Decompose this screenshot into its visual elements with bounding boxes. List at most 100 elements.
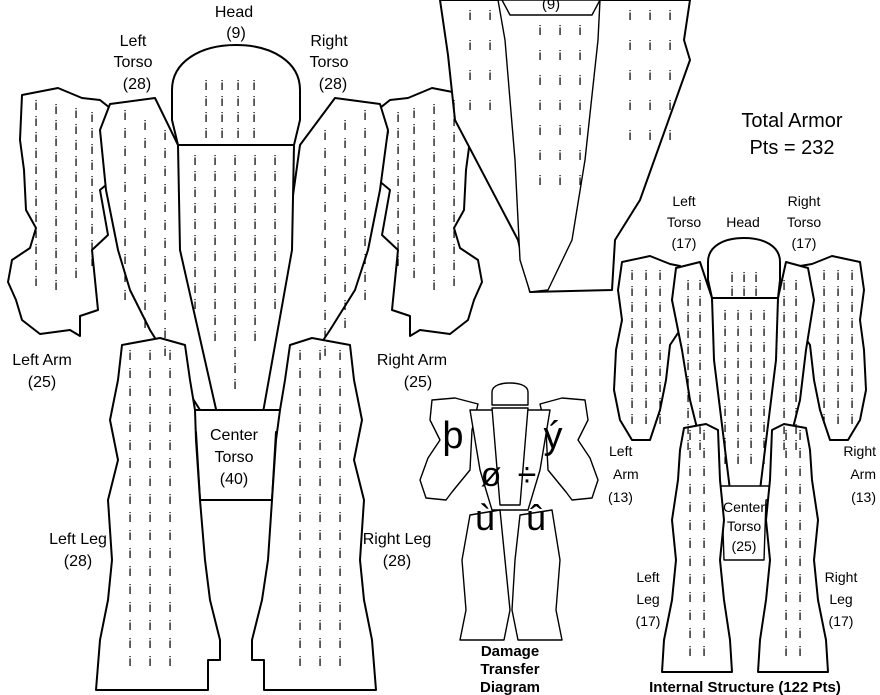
armor-pip-right-leg: i (298, 437, 301, 453)
armor-pip-right-leg: i (298, 365, 301, 381)
armor-pip-is-left-arm: i (658, 299, 661, 315)
armor-pip-is-left-arm: i (644, 315, 647, 331)
armor-pip-is-left-leg: i (688, 463, 691, 479)
armor-pip-left-torso: i (163, 235, 166, 251)
armor-pip-left-leg: i (148, 473, 151, 489)
armor-pip-center-torso: i (213, 264, 216, 280)
armor-pip-is-right-torso: i (794, 309, 797, 325)
armor-pip-is-left-leg: i (702, 499, 705, 515)
armor-pip-right-torso: i (363, 251, 366, 267)
armor-pip-right-leg: i (298, 617, 301, 633)
armor-pip-right-leg: i (338, 599, 341, 615)
armor-pip-is-left-leg: i (688, 553, 691, 569)
armor-pip-is-right-arm: i (850, 395, 853, 411)
armor-pip-right-torso: i (323, 343, 326, 359)
armor-pip-center-torso: i (233, 360, 236, 376)
armor-pip-is-left-leg: i (702, 427, 705, 443)
armor-pip-is-right-arm: i (822, 379, 825, 395)
armor-pip-right-leg: i (318, 455, 321, 471)
armor-pip-right-leg: i (318, 347, 321, 363)
armor-pip-right-torso: i (363, 161, 366, 177)
armor-pip-head: i (236, 125, 239, 141)
armor-pip-left-torso: i (143, 243, 146, 259)
armor-pip-is-center-torso: i (723, 307, 726, 323)
armor-pip-right-leg: i (298, 491, 301, 507)
armor-pip-left-torso: i (143, 171, 146, 187)
armor-pip-rear-right: i (668, 67, 671, 83)
armor-pip-left-leg: i (128, 635, 131, 651)
is-center-torso-label-line2: Torso (727, 518, 761, 534)
armor-pip-is-center-torso: i (736, 451, 739, 467)
armor-pip-right-torso: i (323, 145, 326, 161)
armor-pip-right-torso: i (363, 125, 366, 141)
armor-pip-is-right-leg: i (784, 607, 787, 623)
left-torso-armor-value: (28) (123, 76, 151, 93)
is-right-torso-value: (17) (792, 235, 817, 251)
armor-pip-is-left-arm: i (658, 283, 661, 299)
armor-pip-left-arm: i (54, 245, 57, 261)
armor-pip-is-right-leg: i (784, 445, 787, 461)
armor-pip-right-arm: i (396, 205, 399, 221)
armor-pip-rear-center: i (558, 97, 561, 113)
armor-pip-left-leg: i (128, 581, 131, 597)
armor-pip-rear-center: i (538, 172, 541, 188)
armor-pip-left-torso: i (163, 127, 166, 143)
armor-pip-left-leg: i (168, 635, 171, 651)
armor-pip-left-leg: i (148, 635, 151, 651)
armor-pip-center-torso: i (233, 296, 236, 312)
armor-pip-right-arm: i (452, 225, 455, 241)
armor-pip-right-arm: i (396, 109, 399, 125)
armor-pip-left-leg: i (168, 581, 171, 597)
is-right-arm-label-line1: Right (843, 443, 876, 459)
armor-pip-center-torso: i (273, 248, 276, 264)
armor-pip-rear-right: i (668, 97, 671, 113)
armor-pip-right-leg: i (338, 635, 341, 651)
armor-pip-is-right-leg: i (798, 481, 801, 497)
is-left-leg-value: (17) (636, 613, 661, 629)
armor-pip-is-right-leg: i (798, 553, 801, 569)
armor-pip-is-right-torso: i (794, 389, 797, 405)
is-right-leg-label-line2: Leg (829, 591, 852, 607)
armor-pip-left-leg: i (148, 383, 151, 399)
armor-pip-right-leg: i (318, 383, 321, 399)
armor-pip-is-right-arm: i (850, 267, 853, 283)
armor-pip-left-torso: i (143, 279, 146, 295)
armor-pip-left-leg: i (168, 599, 171, 615)
armor-pip-left-torso: i (123, 251, 126, 267)
armor-pip-center-torso: i (193, 216, 196, 232)
head-armor-value: (9) (226, 25, 246, 42)
armor-pip-is-right-torso: i (794, 421, 797, 437)
armor-pip-right-torso: i (323, 271, 326, 287)
armor-pip-left-torso: i (123, 233, 126, 249)
armor-pip-is-left-torso: i (698, 389, 701, 405)
armor-pip-right-torso: i (323, 325, 326, 341)
armor-pip-is-left-arm: i (644, 299, 647, 315)
armor-pip-rear-right: i (648, 37, 651, 53)
armor-pip-rear-right: i (628, 97, 631, 113)
armor-pip-right-arm: i (396, 253, 399, 269)
armor-pip-rear-right: i (648, 7, 651, 23)
armor-pip-left-torso: i (123, 287, 126, 303)
armor-pip-is-right-torso: i (782, 357, 785, 373)
armor-pip-left-torso: i (143, 297, 146, 313)
armor-pip-is-right-arm: i (850, 411, 853, 427)
armor-pip-is-right-arm: i (850, 283, 853, 299)
armor-pip-left-leg: i (148, 599, 151, 615)
armor-pip-left-arm: i (54, 101, 57, 117)
is-left-leg-label-line2: Leg (636, 591, 659, 607)
armor-pip-left-arm: i (34, 193, 37, 209)
armor-pip-is-left-arm: i (658, 315, 661, 331)
armor-pip-is-right-arm: i (822, 363, 825, 379)
armor-pip-right-leg: i (338, 509, 341, 525)
center-torso-label-line1: Center (210, 427, 259, 444)
armor-pip-is-center-torso: i (762, 323, 765, 339)
armor-pip-right-arm: i (432, 277, 435, 293)
armor-pip-right-arm: i (412, 153, 415, 169)
left-leg-label: Left Leg (49, 531, 107, 548)
armor-pip-center-torso: i (233, 264, 236, 280)
armor-pip-right-arm: i (432, 229, 435, 245)
armor-pip-right-arm: i (432, 149, 435, 165)
armor-pip-center-torso: i (213, 296, 216, 312)
armor-pip-left-torso: i (123, 107, 126, 123)
armor-pip-is-center-torso: i (736, 323, 739, 339)
